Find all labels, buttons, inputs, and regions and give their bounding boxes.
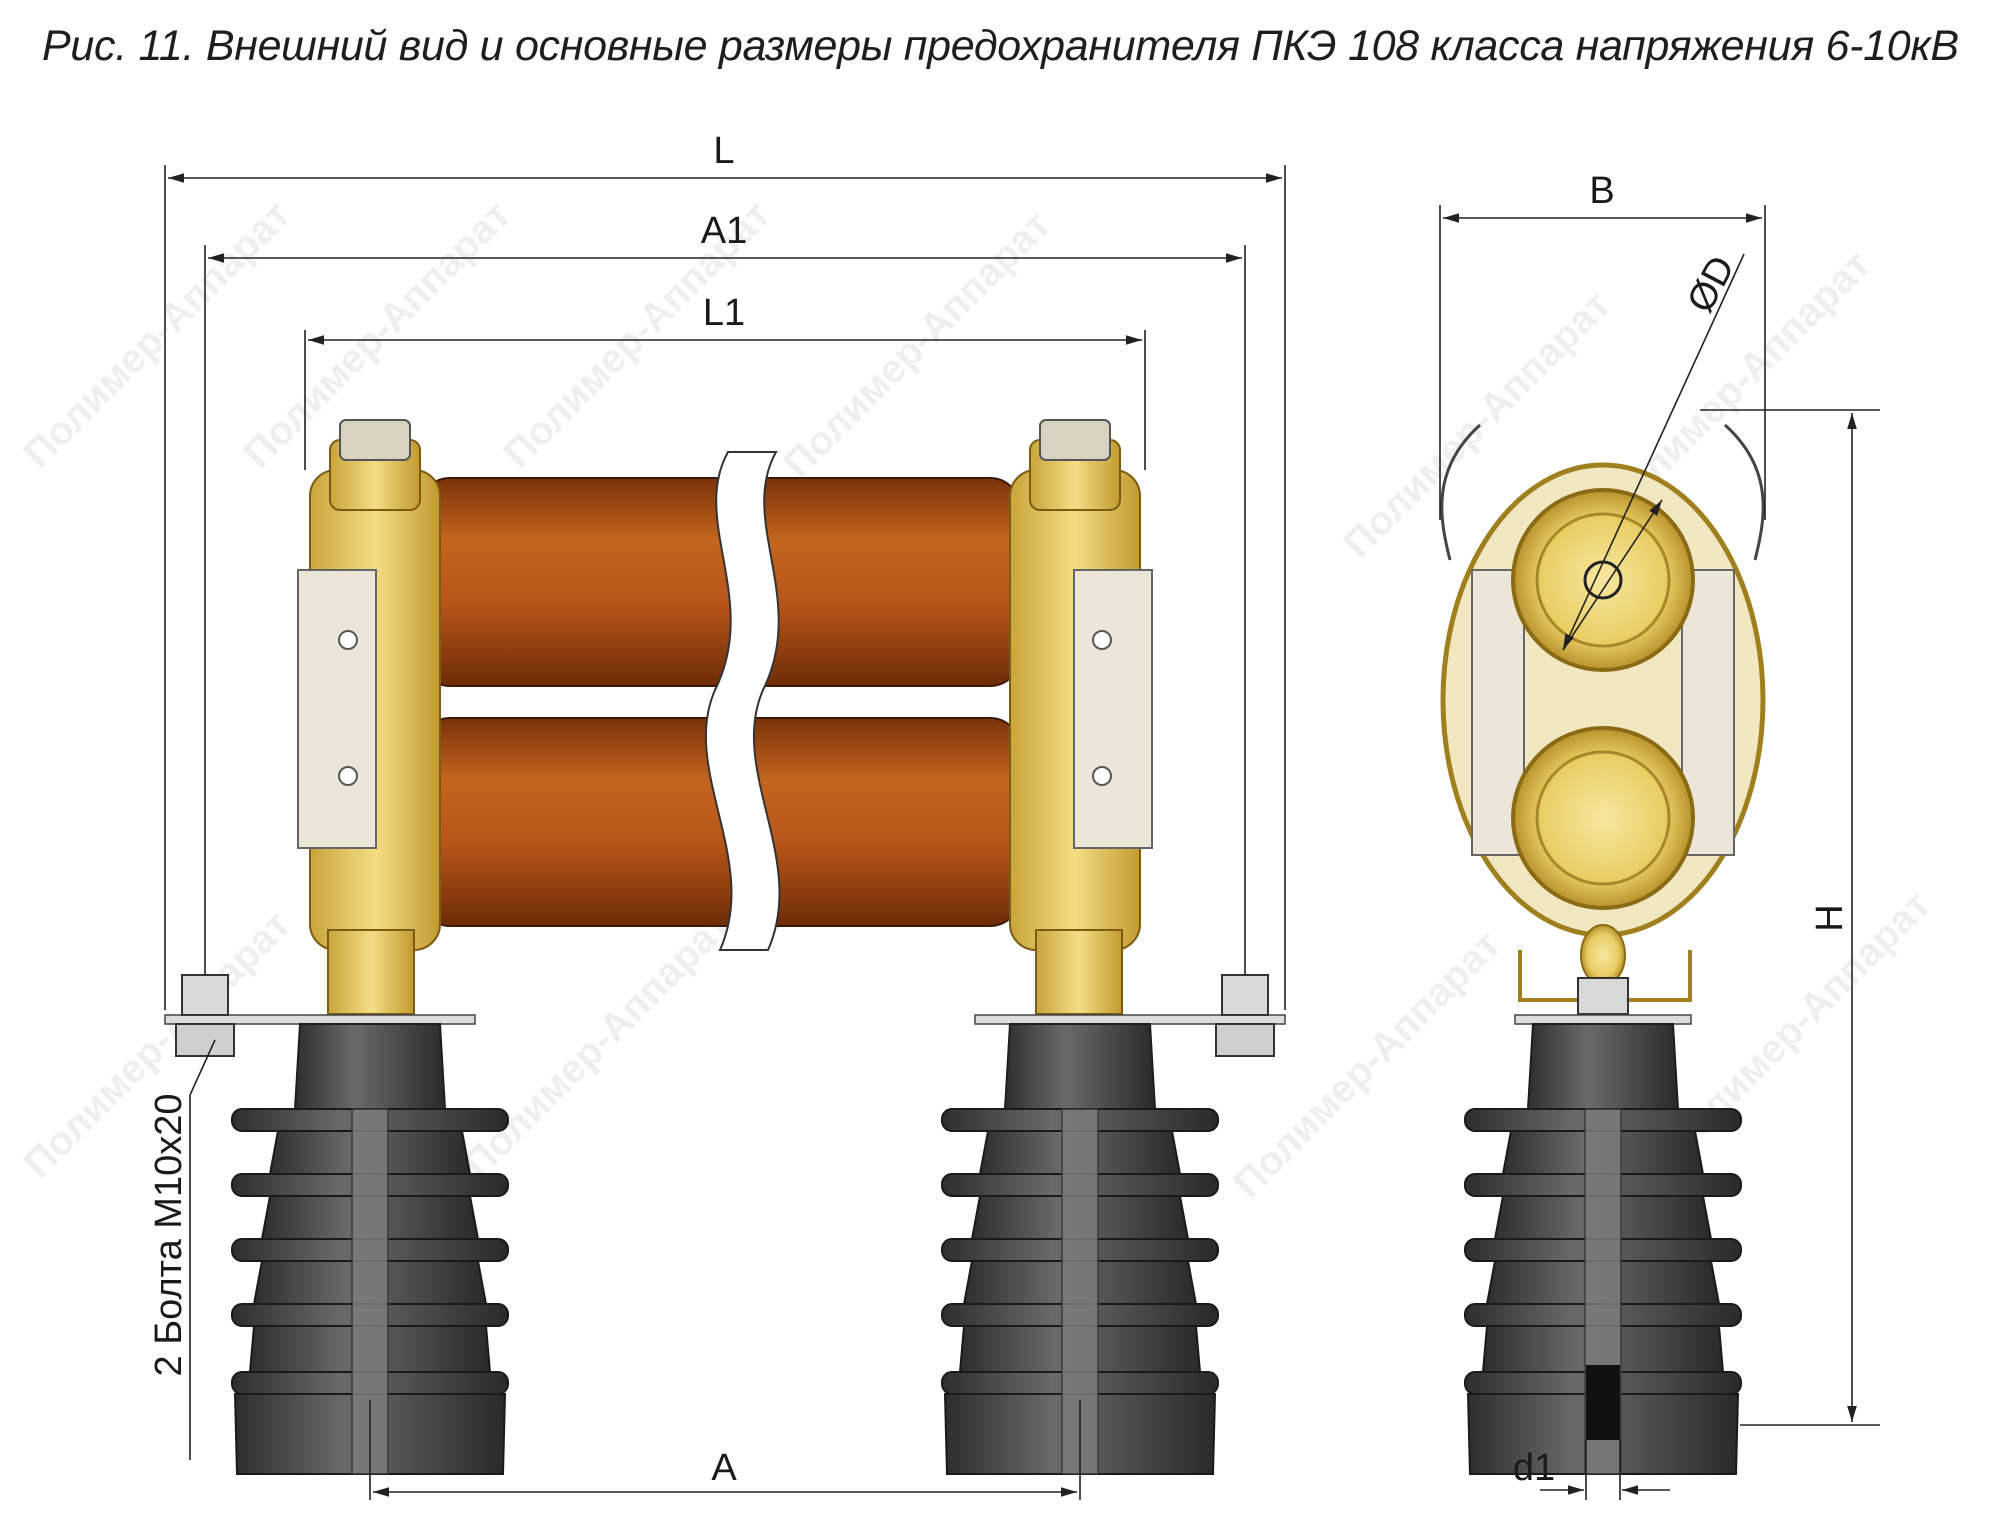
lower-fuse-cap [1511,726,1695,910]
left-base-plate [164,974,476,1057]
right-base-plate [974,974,1286,1057]
left-contact-block [297,419,441,1015]
svg-text:Полимер-Аппарат: Полимер-Аппарат [775,202,1059,486]
side-view [1440,423,1766,1475]
break-gap [704,451,781,951]
dim-L1-label: L1 [703,292,745,334]
upper-fuse-cap [1511,488,1695,672]
dim-d1-label: d1 [1513,1447,1555,1489]
svg-text:Полимер-Аппарат: Полимер-Аппарат [1225,922,1509,1206]
figure-caption: Рис. 11. Внешний вид и основные размеры … [42,22,1959,70]
dim-L-label: L [713,130,734,172]
dimension-lines [164,165,1880,1500]
dim-D-label: ØD [1679,249,1743,319]
bolt-note: 2 Болта М10х20 [148,1094,190,1377]
front-view [164,419,1286,1475]
right-contact-block [1009,419,1153,1015]
dim-B-label: B [1589,170,1614,212]
dim-A1-label: A1 [701,210,747,252]
svg-text:Полимер-Аппарат: Полимер-Аппарат [455,902,739,1186]
dim-H-label: H [1809,904,1851,931]
dimension-labels: L A1 L1 A B ØD H d1 2 Болта М10х20 [148,130,1851,1489]
dim-A-label: A [711,1447,737,1489]
